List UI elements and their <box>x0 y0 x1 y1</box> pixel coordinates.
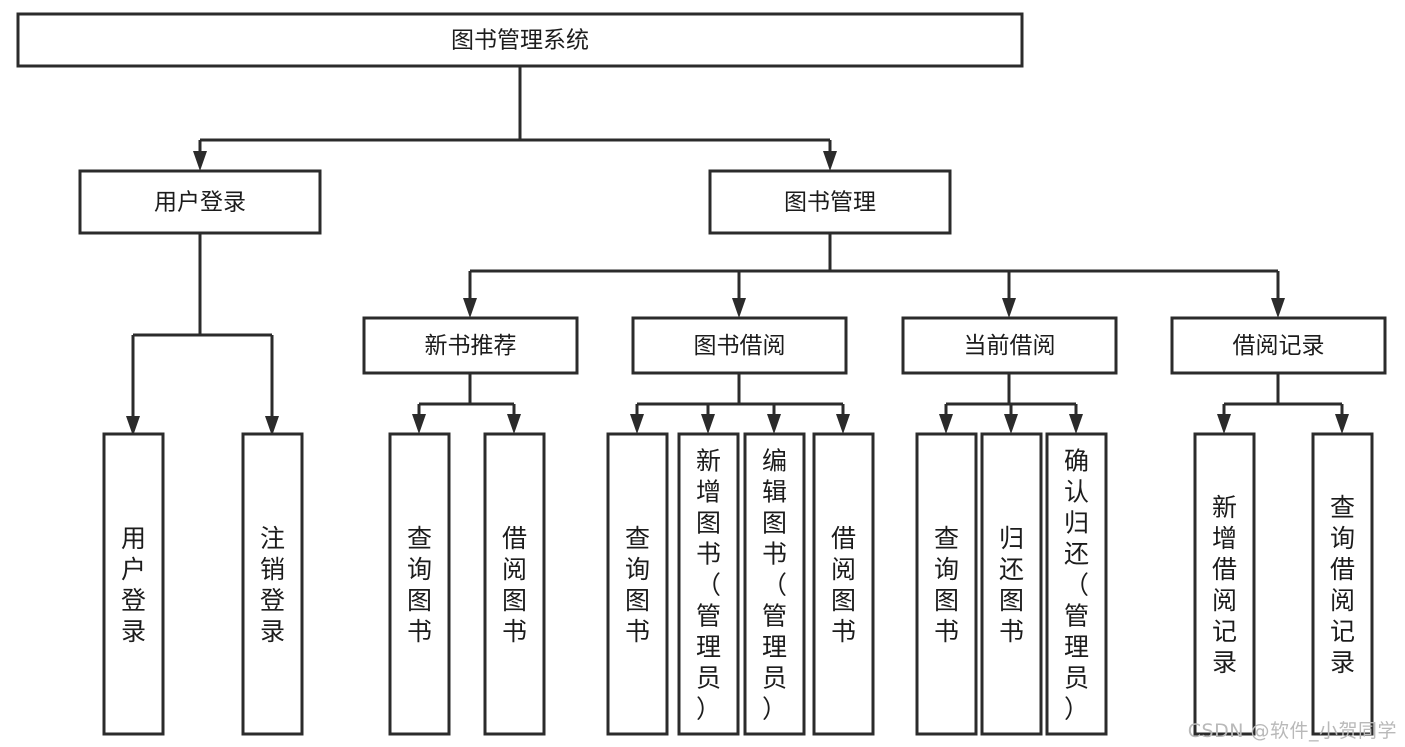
node-label-leaf-return-book: 归还图书 <box>999 524 1024 646</box>
node-root[interactable]: 图书管理系统 <box>16 12 1024 68</box>
node-box-book-borrow <box>631 316 848 375</box>
node-label-leaf-user-login: 用户登录 <box>121 524 146 646</box>
node-box-leaf-edit-book <box>743 432 806 736</box>
connector-root-to-level2 <box>193 66 837 171</box>
node-box-leaf-return-book <box>980 432 1043 736</box>
node-layer: 图书管理系统用户登录图书管理新书推荐图书借阅当前借阅借阅记录用户登录注销登录查询… <box>16 12 1387 736</box>
node-leaf-confirm-return[interactable]: 确认归还（管理员） <box>1045 432 1108 736</box>
connector-layer <box>126 66 1349 436</box>
node-leaf-add-book[interactable]: 新增图书（管理员） <box>677 432 740 736</box>
node-leaf-logout-login[interactable]: 注销登录 <box>241 432 304 736</box>
node-leaf-user-login[interactable]: 用户登录 <box>102 432 165 736</box>
node-label-leaf-borrow-book-2: 借阅图书 <box>831 524 856 646</box>
node-user-login[interactable]: 用户登录 <box>78 169 322 235</box>
node-box-leaf-query-book-1 <box>388 432 451 736</box>
node-leaf-query-book-3[interactable]: 查询图书 <box>915 432 978 736</box>
connector-user-login-to-leaves <box>126 233 279 436</box>
node-label-borrow-record: 借阅记录 <box>1233 333 1325 359</box>
node-leaf-edit-book[interactable]: 编辑图书（管理员） <box>743 432 806 736</box>
node-box-leaf-confirm-return <box>1045 432 1108 736</box>
node-box-leaf-logout-login <box>241 432 304 736</box>
node-book-management[interactable]: 图书管理 <box>708 169 952 235</box>
node-label-leaf-query-book-1: 查询图书 <box>407 524 432 646</box>
node-box-leaf-user-login <box>102 432 165 736</box>
node-box-root <box>16 12 1024 68</box>
node-box-leaf-borrow-book-1 <box>483 432 546 736</box>
node-box-borrow-record <box>1170 316 1387 375</box>
node-leaf-query-book-2[interactable]: 查询图书 <box>606 432 669 736</box>
node-label-root: 图书管理系统 <box>451 28 589 54</box>
node-label-leaf-edit-book: 编辑图书（管理员） <box>762 447 787 724</box>
node-leaf-borrow-book-1[interactable]: 借阅图书 <box>483 432 546 736</box>
node-leaf-borrow-book-2[interactable]: 借阅图书 <box>812 432 875 736</box>
csdn-watermark: CSDN @软件_小贺同学 <box>1187 720 1397 742</box>
node-label-user-login: 用户登录 <box>154 190 246 216</box>
node-box-leaf-add-book <box>677 432 740 736</box>
node-label-leaf-query-book-3: 查询图书 <box>934 524 959 646</box>
node-box-leaf-borrow-book-2 <box>812 432 875 736</box>
node-label-book-borrow: 图书借阅 <box>694 333 786 359</box>
node-leaf-query-borrow-record[interactable]: 查询借阅记录 <box>1311 432 1374 736</box>
node-box-new-book-recommend <box>362 316 579 375</box>
node-box-leaf-add-borrow-record <box>1193 432 1256 736</box>
node-box-current-borrow <box>901 316 1118 375</box>
node-leaf-return-book[interactable]: 归还图书 <box>980 432 1043 736</box>
connector-current-borrow-to-leaves <box>939 373 1083 434</box>
node-box-leaf-query-book-2 <box>606 432 669 736</box>
node-label-leaf-query-book-2: 查询图书 <box>625 524 650 646</box>
node-new-book-recommend[interactable]: 新书推荐 <box>362 316 579 375</box>
connector-book-borrow-to-leaves <box>630 373 850 434</box>
connector-borrow-record-to-leaves <box>1217 373 1349 434</box>
node-book-borrow[interactable]: 图书借阅 <box>631 316 848 375</box>
node-box-book-management <box>708 169 952 235</box>
node-box-user-login <box>78 169 322 235</box>
connector-book-management-to-level3 <box>463 233 1285 318</box>
node-current-borrow[interactable]: 当前借阅 <box>901 316 1118 375</box>
node-label-leaf-borrow-book-1: 借阅图书 <box>502 524 527 646</box>
node-box-leaf-query-book-3 <box>915 432 978 736</box>
connector-new-book-recommend-to-leaves <box>412 373 521 434</box>
node-borrow-record[interactable]: 借阅记录 <box>1170 316 1387 375</box>
node-label-leaf-query-borrow-record: 查询借阅记录 <box>1330 493 1355 677</box>
node-box-leaf-query-borrow-record <box>1311 432 1374 736</box>
node-leaf-query-book-1[interactable]: 查询图书 <box>388 432 451 736</box>
node-label-leaf-add-book: 新增图书（管理员） <box>696 447 721 724</box>
node-label-book-management: 图书管理 <box>784 190 876 216</box>
node-leaf-add-borrow-record[interactable]: 新增借阅记录 <box>1193 432 1256 736</box>
node-label-current-borrow: 当前借阅 <box>964 333 1056 359</box>
node-label-leaf-confirm-return: 确认归还（管理员） <box>1064 447 1089 724</box>
node-label-leaf-logout-login: 注销登录 <box>260 524 285 646</box>
node-label-leaf-add-borrow-record: 新增借阅记录 <box>1212 493 1237 677</box>
node-label-new-book-recommend: 新书推荐 <box>425 333 517 359</box>
